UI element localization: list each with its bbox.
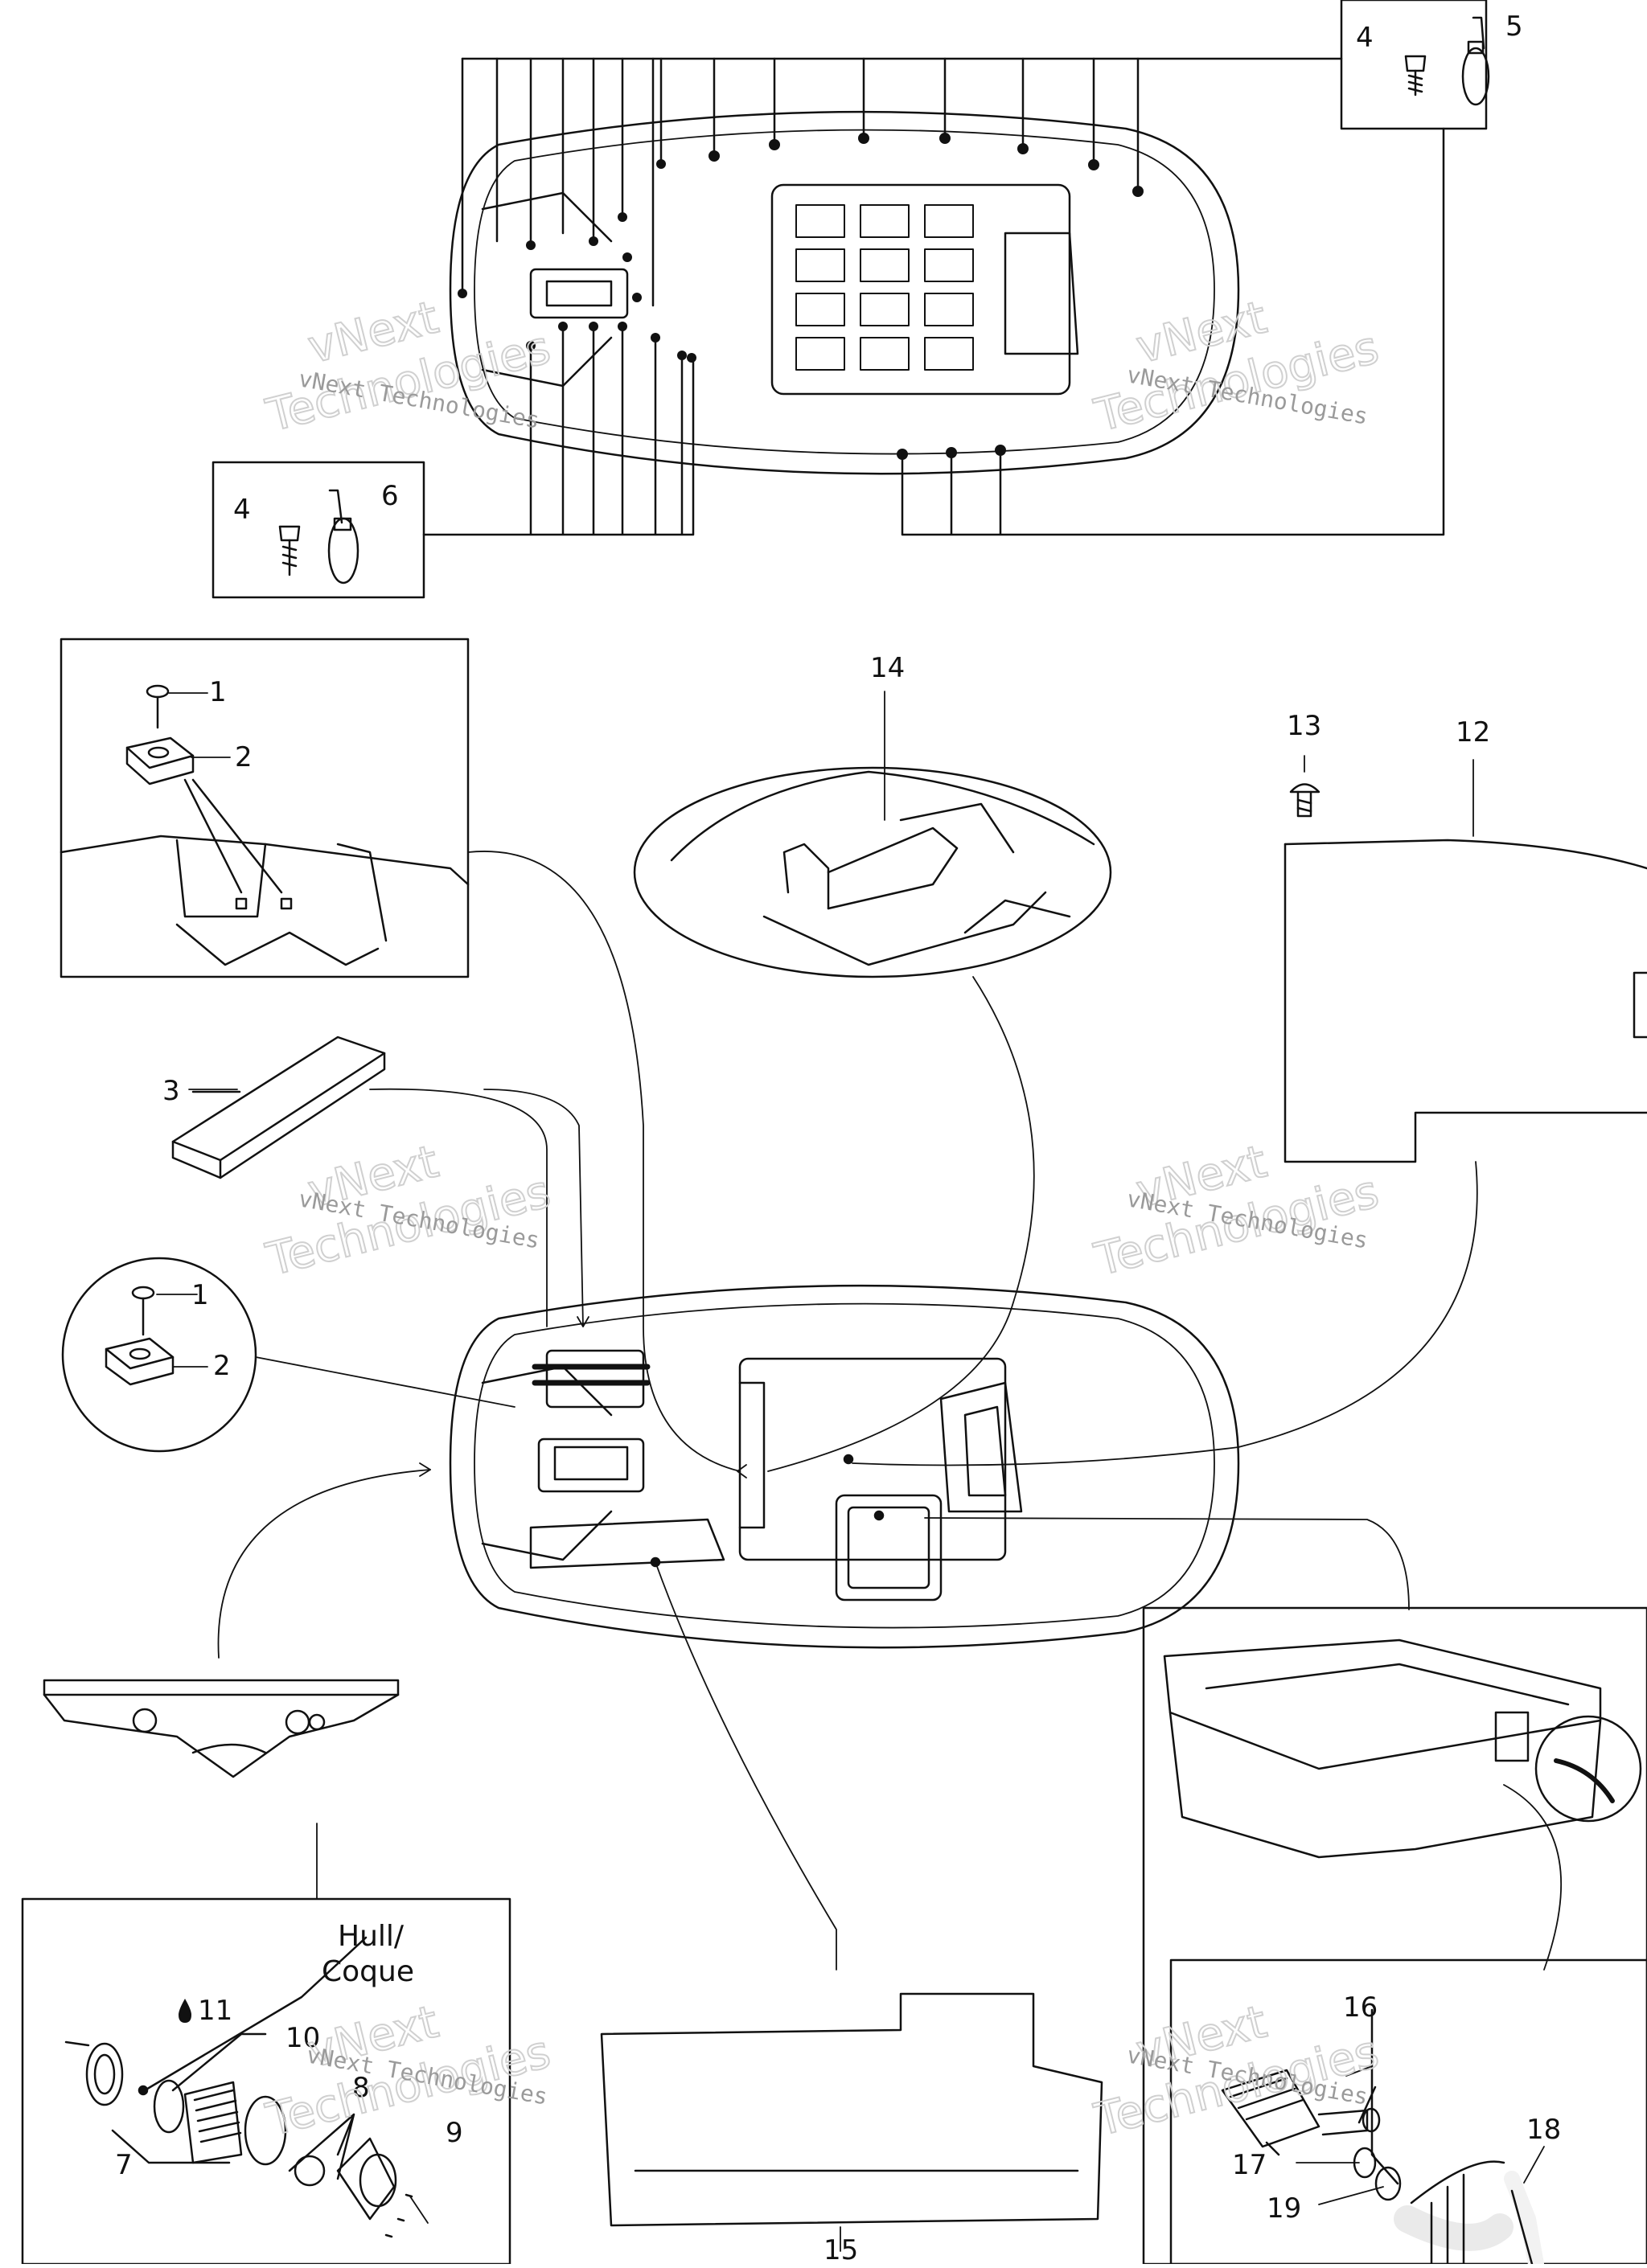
callout-19: 19 [1267, 2192, 1301, 2225]
cable-tie-icon [327, 489, 359, 584]
callout-9: 9 [446, 2117, 463, 2149]
part-12-panel [1284, 839, 1647, 1163]
leader-lines [217, 851, 1563, 1971]
callout-7: 7 [115, 2149, 133, 2181]
drop-icon [179, 1999, 191, 2023]
hull-label: Hull/ Coque [322, 1920, 414, 1988]
part-13-screw [1289, 783, 1320, 818]
callout-11: 11 [179, 1995, 232, 2027]
callout-6: 6 [381, 480, 399, 512]
callout-16: 16 [1343, 1991, 1378, 2024]
callout-13: 13 [1287, 710, 1321, 742]
callout-2-box: 2 [235, 741, 253, 773]
boat-main-view [449, 1284, 1240, 1649]
callout-leaders [156, 691, 1545, 2252]
detail-box-fasteners-4-6 [212, 461, 425, 599]
transom-view [43, 1679, 400, 1778]
callout-2-circle: 2 [213, 1350, 231, 1382]
callout-14: 14 [870, 652, 905, 684]
detail-box-fasteners-4-5 [1340, 0, 1490, 130]
detail-box-storage-bin [1142, 1606, 1647, 2266]
screw-icon [1404, 55, 1427, 96]
hull-label-line1: Hull/ [338, 1920, 405, 1953]
cable-tie-icon [1461, 16, 1490, 106]
callout-10: 10 [285, 2022, 320, 2054]
callout-4-top: 4 [1356, 22, 1374, 54]
callout-1-circle: 1 [191, 1279, 209, 1311]
part-15-panel [600, 1992, 1103, 2227]
callout-12: 12 [1456, 716, 1490, 748]
svg-text:11: 11 [198, 1995, 232, 2027]
detail-box-seat-anchor [60, 638, 470, 978]
callout-numbers: 4 5 4 6 1 2 3 1 2 14 13 12 7 8 9 10 11 1… [115, 10, 1561, 2266]
callout-4-bottom: 4 [233, 494, 251, 526]
callout-8: 8 [352, 2072, 370, 2104]
detail-box-fittings [1169, 1958, 1647, 2268]
hull-label-line2: Coque [322, 1955, 414, 1988]
detail-circle-seat-anchor [61, 1257, 257, 1453]
callout-5: 5 [1505, 10, 1523, 43]
screw-icon [278, 525, 301, 576]
callout-1-box: 1 [209, 676, 227, 708]
screw-icon [146, 684, 170, 729]
watermarks: vNext Technologies vNext Technologies vN… [261, 290, 1385, 2147]
boat-top-view-fasteners [422, 57, 1445, 536]
screw-icon [131, 1286, 155, 1336]
part-3-block [171, 1036, 386, 1179]
callout-15: 15 [824, 2234, 858, 2264]
callout-3: 3 [162, 1075, 180, 1107]
callout-18: 18 [1526, 2114, 1561, 2146]
detail-ellipse-part-14 [633, 766, 1112, 978]
callout-17: 17 [1232, 2149, 1267, 2181]
